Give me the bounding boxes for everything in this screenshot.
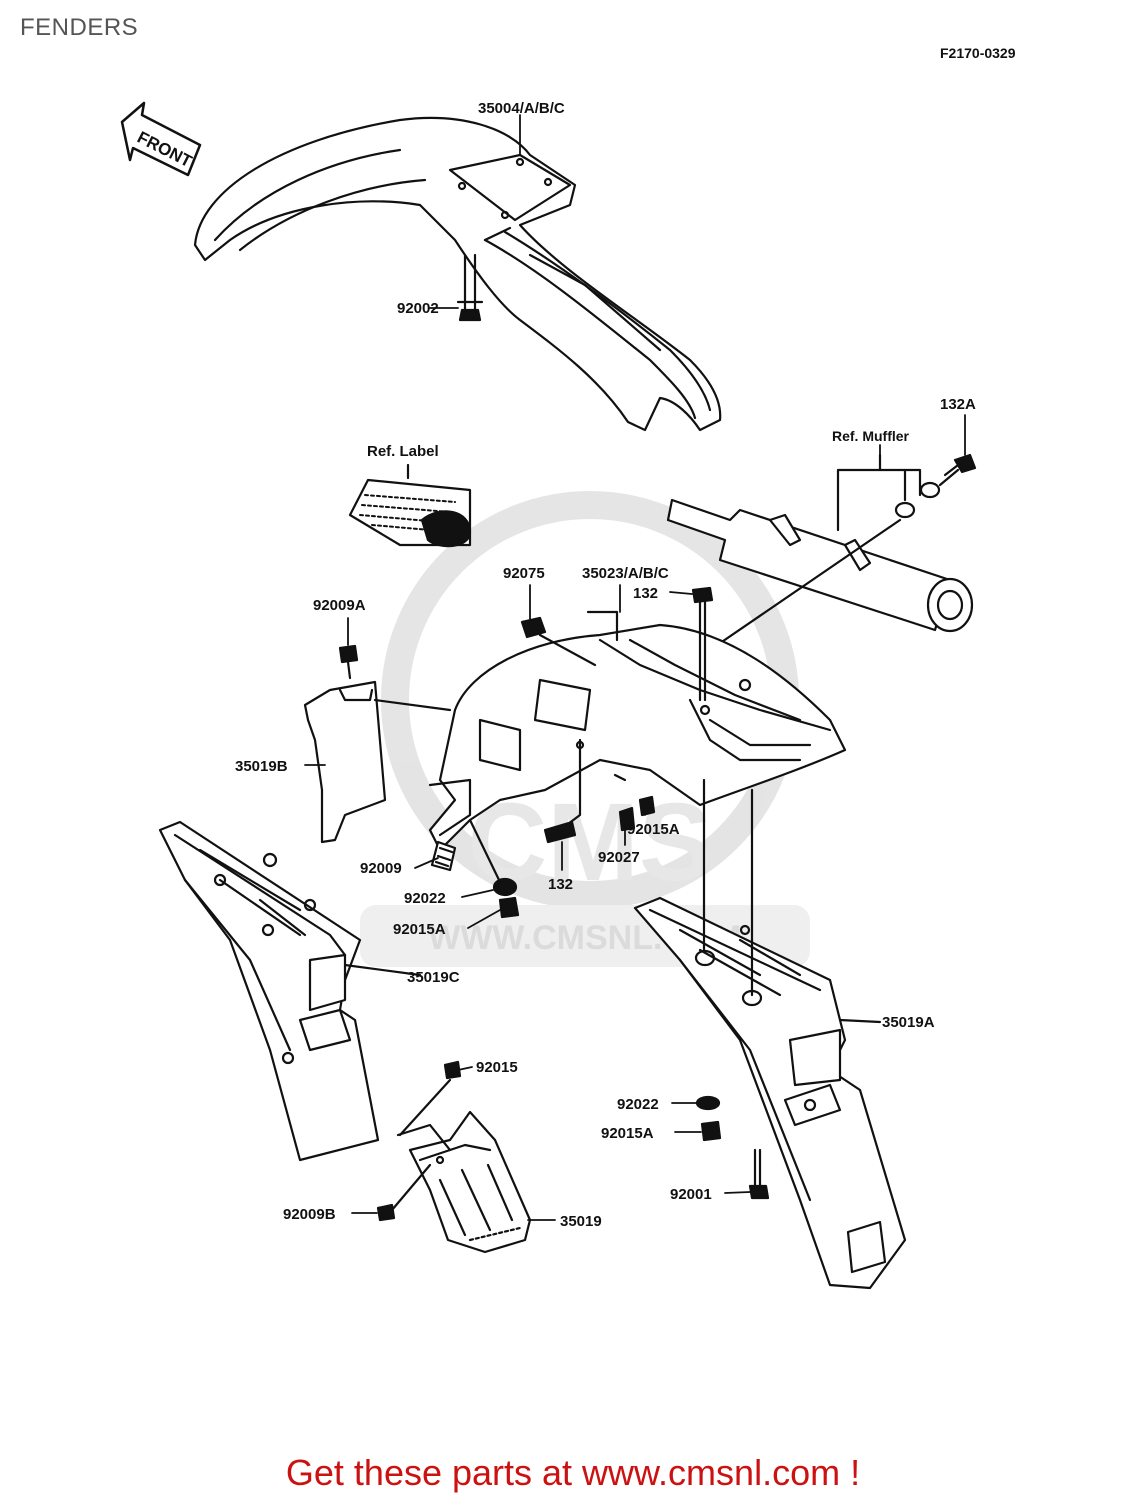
rear-fender-right	[633, 778, 907, 1290]
grommet-92075	[520, 616, 597, 667]
label-92022-right: 92022	[617, 1096, 659, 1113]
leader-lines	[304, 114, 966, 1221]
muffler	[666, 453, 977, 652]
mud-guard	[376, 1060, 532, 1254]
ref-label-decal	[348, 463, 472, 548]
label-92001: 92001	[670, 1186, 712, 1203]
label-92027: 92027	[598, 849, 640, 866]
bolt-92009A	[338, 644, 359, 680]
bolt-92002	[456, 253, 484, 322]
label-132-top: 132	[633, 585, 658, 602]
footer-link[interactable]: Get these parts at www.cmsnl.com !	[285, 1452, 861, 1493]
label-35019B: 35019B	[235, 758, 288, 775]
label-ref-muffler: Ref. Muffler	[832, 428, 910, 444]
label-35004: 35004/A/B/C	[478, 100, 565, 117]
diagram-code: F2170-0329	[940, 45, 1016, 61]
hardware-mid	[430, 738, 656, 919]
label-132-mid: 132	[548, 876, 573, 893]
bolt-132-top	[691, 586, 714, 702]
label-92002: 92002	[397, 300, 439, 317]
flap-35019B	[303, 680, 452, 844]
label-92075: 92075	[503, 565, 545, 582]
label-92009A: 92009A	[313, 597, 366, 614]
label-ref-label: Ref. Label	[367, 443, 439, 460]
label-35019C: 35019C	[407, 969, 460, 986]
label-92015A-right: 92015A	[601, 1125, 654, 1142]
label-35019A: 35019A	[882, 1014, 935, 1031]
label-92009: 92009	[360, 860, 402, 877]
page-title: FENDERS	[20, 14, 139, 41]
label-132A: 132A	[940, 396, 976, 413]
label-35019: 35019	[560, 1213, 602, 1230]
label-92015A-left: 92015A	[393, 921, 446, 938]
label-92022-left: 92022	[404, 890, 446, 907]
rear-fender-left	[158, 820, 422, 1162]
label-92015: 92015	[476, 1059, 518, 1076]
label-92015A-mid: 92015A	[627, 821, 680, 838]
label-92009B: 92009B	[283, 1206, 336, 1223]
rear-fender-center	[428, 610, 847, 852]
front-arrow: FRONT	[120, 101, 202, 177]
front-fender	[193, 116, 722, 432]
callout-labels: 35004/A/B/C 92002 132A Ref. Muffler Ref.…	[235, 100, 976, 1230]
label-35023: 35023/A/B/C	[582, 565, 669, 582]
fenders-diagram: CMS WWW.CMSNL.COM FRONT	[120, 100, 977, 1290]
